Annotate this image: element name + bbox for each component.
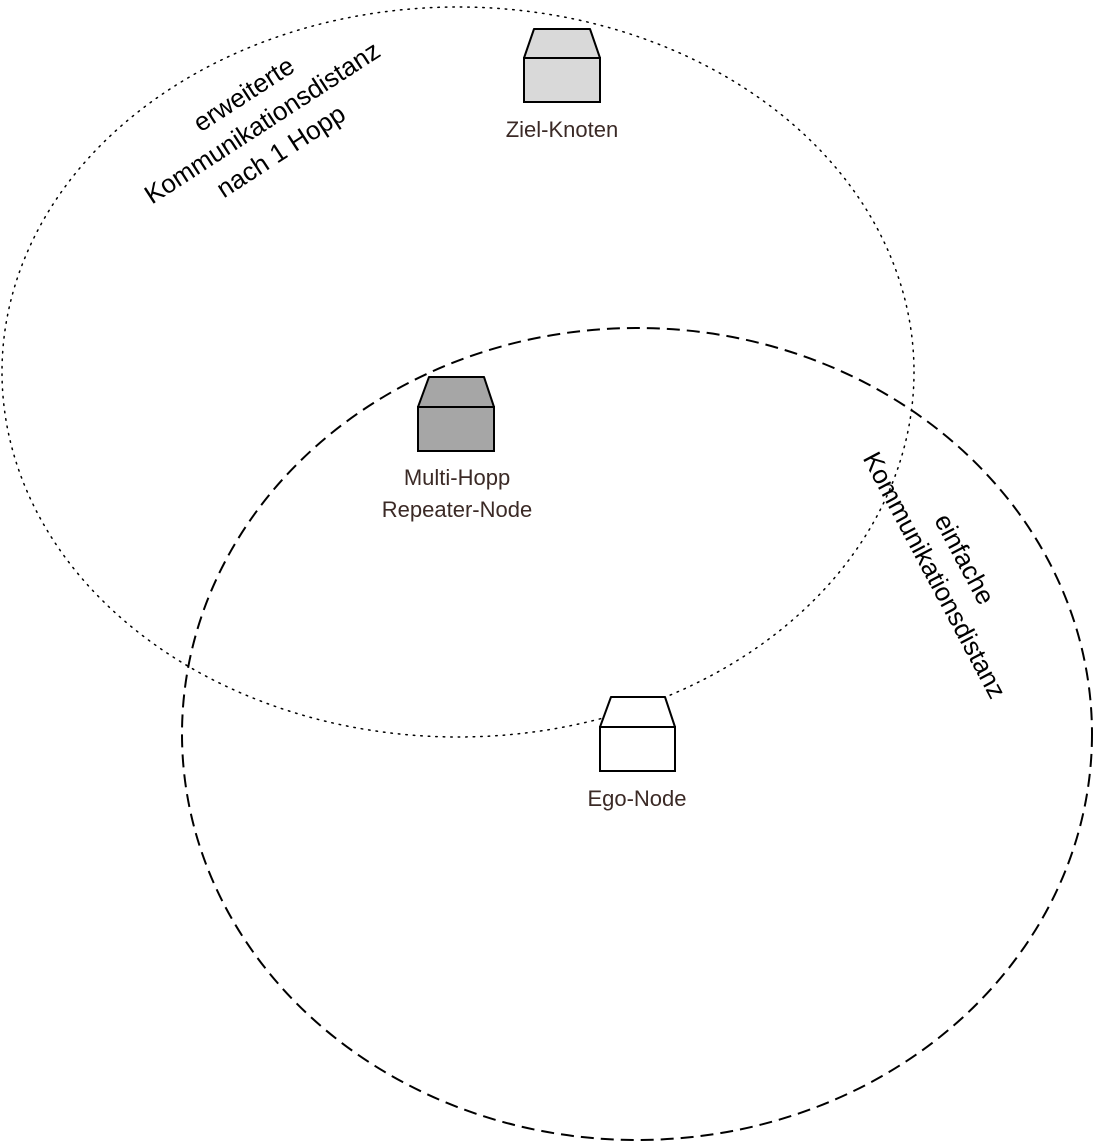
repeater-node-icon xyxy=(417,376,495,408)
target-node-label: Ziel-Knoten xyxy=(506,117,619,142)
simple-range-label: einfache Kommunikationsdistanz xyxy=(857,447,1012,704)
ego-node-label: Ego-Node xyxy=(587,786,686,811)
repeater-node-body xyxy=(417,406,495,452)
target-node-icon xyxy=(523,28,601,59)
target-node: Ziel-Knoten xyxy=(506,28,619,142)
ego-node-body xyxy=(599,726,676,772)
ego-node-icon xyxy=(599,696,676,728)
simple-range-circle xyxy=(181,327,1093,1141)
repeater-node: Multi-Hopp Repeater-Node xyxy=(382,376,532,522)
extended-range-circle xyxy=(1,6,915,738)
target-node-body xyxy=(523,57,601,103)
ego-node: Ego-Node xyxy=(587,696,687,811)
extended-range-label: erweiterte Kommunikationsdistanz nach 1 … xyxy=(139,35,386,210)
repeater-node-label-line2: Repeater-Node xyxy=(382,497,532,522)
repeater-node-label-line1: Multi-Hopp xyxy=(404,465,510,490)
